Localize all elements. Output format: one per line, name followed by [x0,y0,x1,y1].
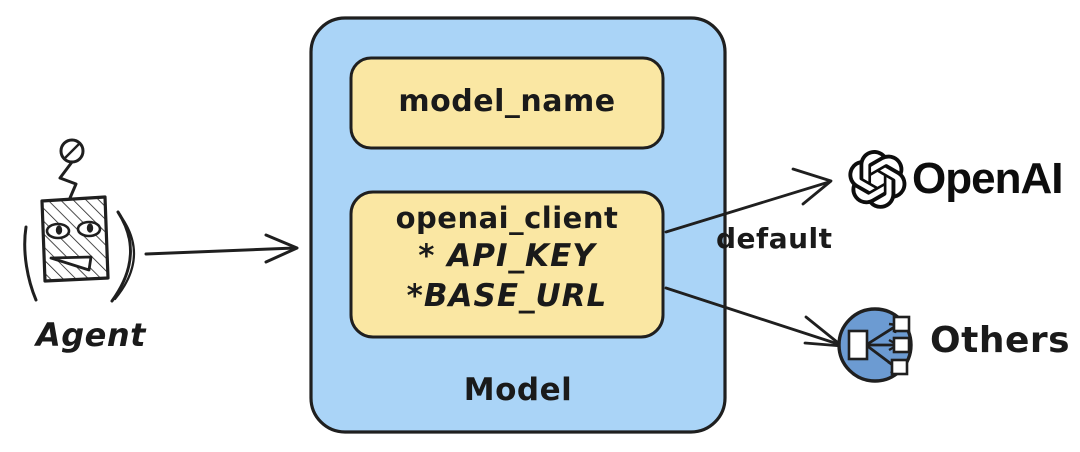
openai-client-line-1: openai_client [395,201,619,235]
agent-right-bracket-inner-icon [113,216,135,301]
share-nodes-icon [837,307,913,383]
robot-head-icon [40,195,110,283]
openai-provider-label: OpenAI [912,154,1063,203]
openai-client-line-3: *BASE_URL [406,277,608,314]
edge-default-label: default [716,222,833,255]
edge-agent-to-model [144,233,299,264]
antenna-wire-icon [58,160,78,200]
agent-left-bracket-icon [23,225,38,302]
model-box-label: Model [463,372,573,408]
openai-blossom-icon [848,150,907,209]
agent-group[interactable] [23,138,135,303]
openai-client-line-2: * API_KEY [418,238,596,275]
antenna-ball-slash-icon [64,143,80,159]
field-openai-client[interactable] [349,190,665,339]
robot-mouth-icon [49,255,93,272]
others-provider-label: Others [930,320,1071,361]
field-openai-client-lines: openai_client * API_KEY *BASE_URL [351,200,663,316]
field-model-name[interactable] [349,56,665,150]
agent-label: Agent [36,316,146,354]
robot-eyes-icon [45,220,102,240]
field-model-name-label: model_name [398,84,616,119]
edge-client-to-openai [664,167,833,234]
